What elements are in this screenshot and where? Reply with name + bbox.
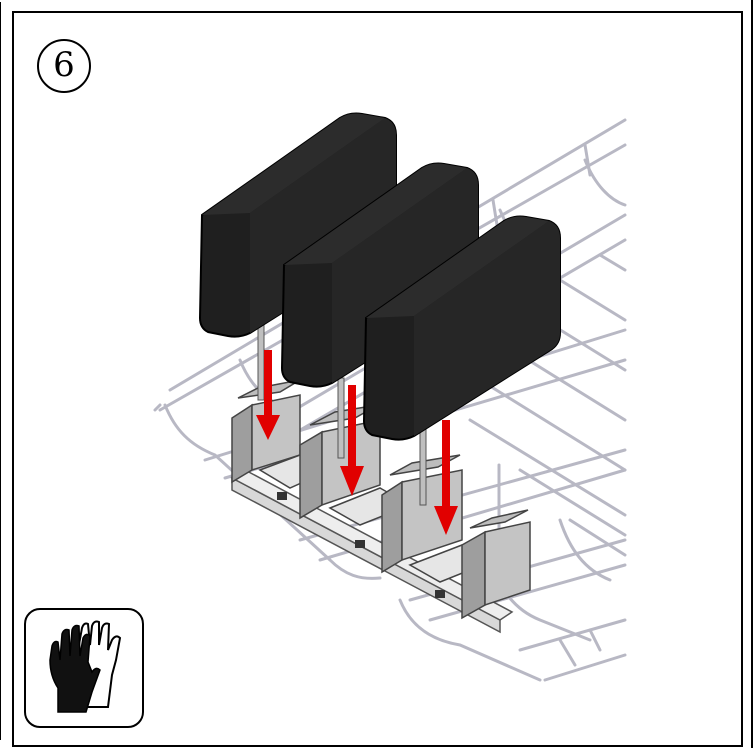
mounting-rail [230,469,514,634]
block-3 [362,215,561,506]
arrow-2 [340,385,364,496]
wire-cable-tray [153,118,627,682]
step-number: 6 [53,45,75,85]
bracket-2 [299,404,412,526]
bracket-1 [231,379,332,489]
arrow-3 [434,420,458,535]
block-2 [280,162,479,459]
block-1 [198,112,397,401]
arrow-1 [256,350,280,440]
step-number-badge: 6 [37,39,91,93]
bracket-3 [381,454,497,583]
insert-arrows [256,350,458,535]
safety-icon-box [24,608,144,728]
bracket-4 [461,509,531,620]
